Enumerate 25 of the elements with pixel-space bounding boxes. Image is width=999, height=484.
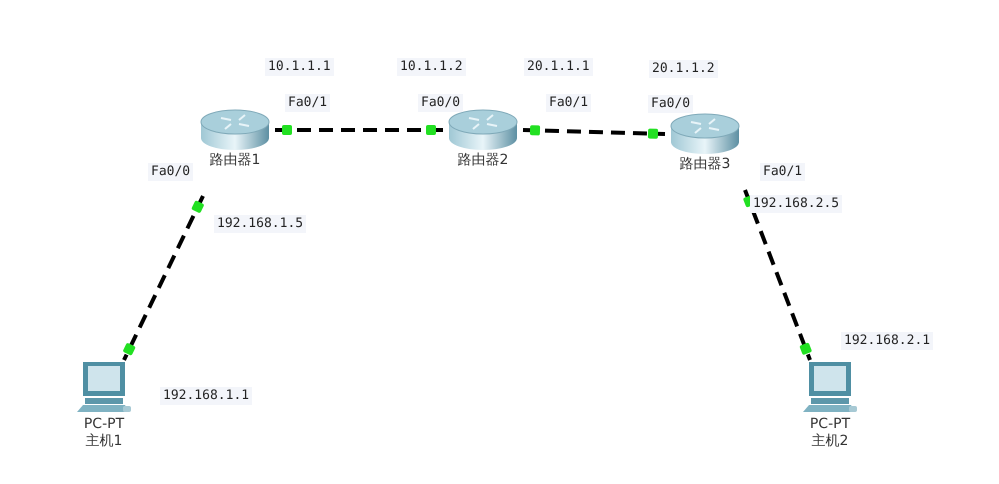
interface-label: Fa0/0 xyxy=(418,94,464,112)
ip-address-label: 20.1.1.2 xyxy=(649,60,718,78)
interface-label: Fa0/1 xyxy=(546,94,592,112)
cable-line xyxy=(122,195,205,361)
ip-address-label: 192.168.2.5 xyxy=(750,195,842,213)
device-label: 路由器1 xyxy=(210,152,260,169)
device-label: 主机1 xyxy=(86,433,122,450)
interface-label: Fa0/0 xyxy=(648,95,694,113)
ip-address-label: 192.168.1.5 xyxy=(214,215,306,233)
device-label: 路由器2 xyxy=(458,152,508,169)
cable-line xyxy=(522,125,666,139)
ip-address-label: 10.1.1.2 xyxy=(397,58,466,76)
ip-address-label: 192.168.2.1 xyxy=(841,332,934,350)
ip-address-label: 192.168.1.1 xyxy=(160,387,252,405)
device-label: PC-PT xyxy=(84,416,124,433)
interface-label: Fa0/1 xyxy=(760,163,806,181)
device-label: 路由器3 xyxy=(680,156,730,173)
device-label: 主机2 xyxy=(812,433,848,450)
ip-address-label: 10.1.1.1 xyxy=(265,58,334,76)
interface-label: Fa0/1 xyxy=(285,94,330,112)
interface-label: Fa0/0 xyxy=(148,163,194,181)
cable-line xyxy=(742,189,812,361)
ip-address-label: 20.1.1.1 xyxy=(524,58,593,76)
device-label: PC-PT xyxy=(810,416,850,433)
cable-line xyxy=(275,125,443,135)
